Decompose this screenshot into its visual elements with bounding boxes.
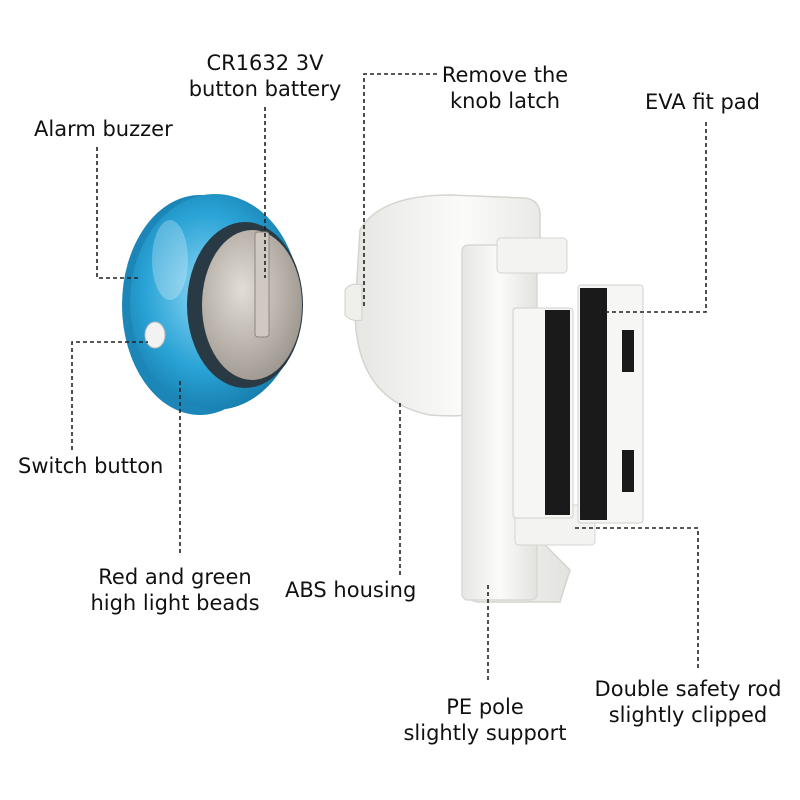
leader-eva xyxy=(595,122,707,313)
latch-label-line2: knob latch xyxy=(449,89,561,113)
beads-label-line2: high light beads xyxy=(90,591,260,615)
beads-label: Red and green high light beads xyxy=(70,564,280,616)
eva-pad-left xyxy=(545,310,570,515)
pole-label-line2: slightly support xyxy=(403,721,567,745)
eva-label: EVA fit pad xyxy=(645,90,760,114)
alarm-device xyxy=(122,194,303,415)
leader-switch xyxy=(71,341,148,450)
latch-label: Remove the knob latch xyxy=(430,62,580,114)
leader-latch xyxy=(363,73,437,308)
buzzer-label: Alarm buzzer xyxy=(34,117,173,141)
leader-rod xyxy=(575,527,699,668)
window-top xyxy=(622,330,634,372)
rod-label-line1: Double safety rod xyxy=(594,677,782,701)
battery-label-line1: CR1632 3V xyxy=(206,51,324,75)
leader-lines xyxy=(71,73,707,680)
battery-disc xyxy=(202,230,302,380)
abs-label: ABS housing xyxy=(285,578,417,602)
housing-highlight xyxy=(152,220,188,300)
rail-left xyxy=(496,237,568,274)
battery-label: CR1632 3V button battery xyxy=(170,50,360,102)
pole-label: PE pole slightly support xyxy=(380,694,590,746)
knob-latch-shape xyxy=(344,283,363,321)
switch-button-shape xyxy=(144,321,166,349)
switch-label: Switch button xyxy=(18,454,164,478)
latch-label-line1: Remove the xyxy=(441,63,569,87)
leader-buzzer xyxy=(96,147,140,279)
window-bottom xyxy=(622,450,634,492)
rod-label: Double safety rod slightly clipped xyxy=(583,676,793,728)
battery-contact-tab xyxy=(254,231,270,338)
mount-assembly xyxy=(344,194,644,603)
battery-label-line2: button battery xyxy=(188,77,342,101)
pole-label-line1: PE pole xyxy=(446,695,524,719)
rod-label-line2: slightly clipped xyxy=(608,703,768,727)
eva-pad-right xyxy=(580,288,607,520)
beads-label-line1: Red and green xyxy=(98,565,252,589)
